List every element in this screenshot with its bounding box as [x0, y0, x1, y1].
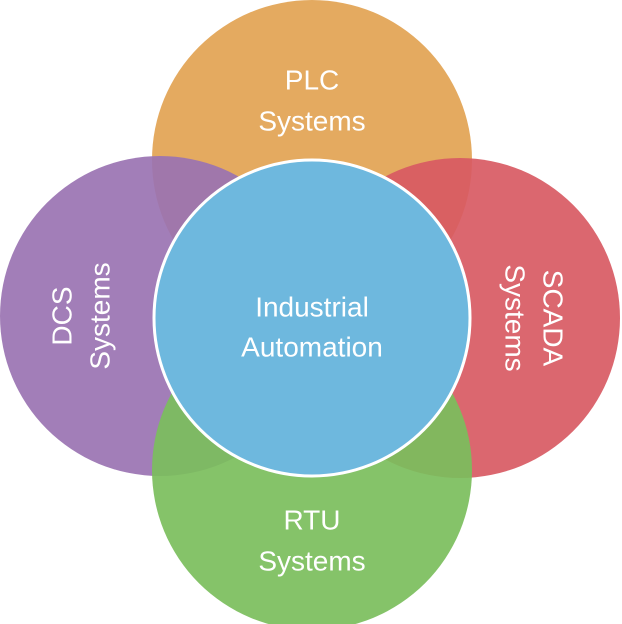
dcs-systems-label: Systems	[84, 262, 115, 369]
plc-systems-label: Systems	[258, 105, 365, 136]
scada-systems-label: Systems	[500, 264, 531, 371]
rtu-label: RTU	[283, 504, 340, 535]
center-label-line2: Automation	[241, 331, 383, 362]
center-circle	[152, 158, 472, 478]
dcs-label: DCS	[46, 286, 77, 345]
center-label-line1: Industrial	[255, 291, 369, 322]
rtu-systems-label: Systems	[258, 545, 365, 576]
plc-label: PLC	[285, 64, 339, 95]
scada-label: SCADA	[538, 270, 569, 367]
